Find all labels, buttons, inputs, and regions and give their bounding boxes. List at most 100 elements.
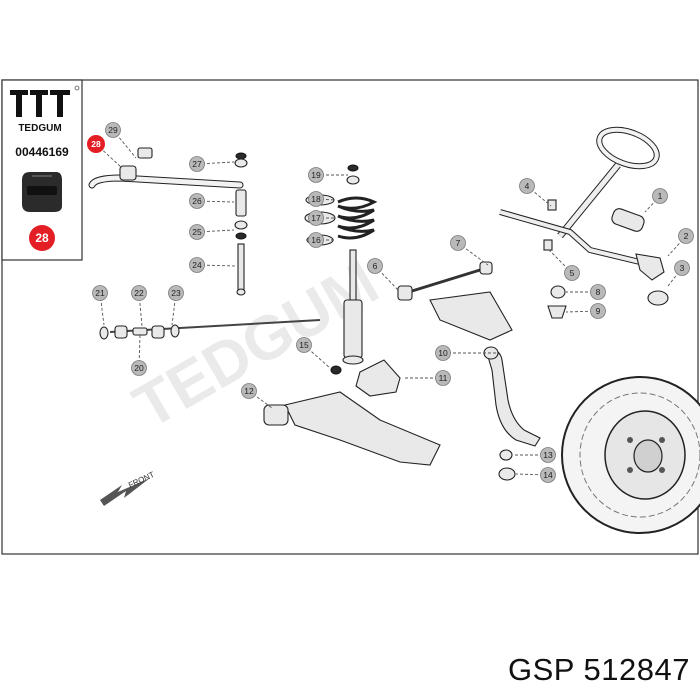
callout-label: 1 [658, 191, 663, 201]
callout-21: 21 [92, 285, 108, 301]
caption: GSP 512847 [508, 652, 690, 688]
callout-label: 29 [108, 125, 118, 135]
callout-5: 5 [564, 265, 580, 281]
leader-line-2 [667, 235, 687, 257]
leader-line-1 [644, 195, 661, 213]
callout-8: 8 [590, 284, 606, 300]
callout-circle [189, 193, 205, 209]
callout-label: 19 [311, 170, 321, 180]
callout-circle [590, 284, 606, 300]
callout-circle [131, 285, 147, 301]
callout-circle [308, 232, 324, 248]
callout-label: 28 [91, 139, 101, 149]
callout-3: 3 [674, 260, 690, 276]
shock-absorber [342, 249, 364, 365]
callout-7: 7 [450, 235, 466, 251]
callout-circle [189, 156, 205, 172]
callout-label: 12 [244, 386, 254, 396]
callout-2: 2 [678, 228, 694, 244]
callout-9: 9 [590, 303, 606, 319]
callout-circle [652, 188, 668, 204]
callout-circle [241, 383, 257, 399]
brand-name: TEDGUM [18, 123, 61, 134]
callout-label: 10 [438, 348, 448, 358]
callout-10: 10 [435, 345, 451, 361]
callout-label: 15 [299, 340, 309, 350]
callout-circle [168, 285, 184, 301]
callout-label: 2 [684, 231, 689, 241]
callout-circle [189, 257, 205, 273]
callout-label: 4 [525, 181, 530, 191]
callout-label: 21 [95, 288, 105, 298]
callout-16: 16 [308, 232, 324, 248]
callout-19: 19 [308, 167, 324, 183]
callout-23: 23 [168, 285, 184, 301]
callout-26: 26 [189, 193, 205, 209]
callout-circle [519, 178, 535, 194]
steering-knuckle [483, 346, 541, 481]
callout-25: 25 [189, 224, 205, 240]
leader-line-3 [667, 267, 683, 287]
callout-13: 13 [540, 447, 556, 463]
callout-label: 25 [192, 227, 202, 237]
stabilizer-link [234, 152, 248, 296]
callout-11: 11 [435, 370, 451, 386]
callout-label: 17 [311, 213, 321, 223]
callout-label: 9 [596, 306, 601, 316]
callout-label: 6 [373, 261, 378, 271]
badge-28-label: 28 [35, 231, 49, 245]
callout-28: 28 [87, 135, 105, 153]
callout-label: 7 [456, 238, 461, 248]
callout-circle [308, 191, 324, 207]
callout-6: 6 [367, 258, 383, 274]
callout-label: 11 [439, 373, 448, 383]
wheel [561, 376, 700, 534]
steering-assembly [499, 126, 669, 306]
callout-circle [131, 360, 147, 376]
callout-circle [564, 265, 580, 281]
callout-label: 3 [680, 263, 685, 273]
caption-brand: GSP [508, 652, 575, 687]
upper-control-arm [397, 261, 567, 341]
badge-28-circle [29, 225, 55, 251]
callout-label: 24 [192, 260, 202, 270]
callout-circle [674, 260, 690, 276]
callout-14: 14 [540, 467, 556, 483]
callout-1: 1 [652, 188, 668, 204]
callout-20: 20 [131, 360, 147, 376]
callout-18: 18 [308, 191, 324, 207]
callout-label: 18 [311, 194, 321, 204]
callout-circle [590, 303, 606, 319]
callout-label: 16 [311, 235, 321, 245]
callout-label: 23 [171, 288, 181, 298]
callout-circle [367, 258, 383, 274]
callout-label: 27 [192, 159, 202, 169]
lower-control-arm [263, 359, 441, 466]
callout-circle [189, 224, 205, 240]
callout-circle [308, 210, 324, 226]
callout-circle [435, 345, 451, 361]
callout-circle [105, 122, 121, 138]
callout-22: 22 [131, 285, 147, 301]
callout-circle [87, 135, 105, 153]
bushing-image [22, 172, 62, 212]
callout-circle [540, 467, 556, 483]
callout-29: 29 [105, 122, 121, 138]
callout-4: 4 [519, 178, 535, 194]
callout-17: 17 [308, 210, 324, 226]
callout-label: 5 [570, 268, 575, 278]
callout-circle [296, 337, 312, 353]
tie-rod [99, 319, 321, 340]
caption-number: 512847 [583, 652, 690, 687]
stabilizer-bar [88, 147, 244, 189]
callout-label: 26 [192, 196, 202, 206]
callout-24: 24 [189, 257, 205, 273]
callout-circle [540, 447, 556, 463]
callout-12: 12 [241, 383, 257, 399]
callout-15: 15 [296, 337, 312, 353]
part-number: 00446169 [15, 145, 69, 159]
callout-circle [450, 235, 466, 251]
callout-label: 22 [134, 288, 144, 298]
